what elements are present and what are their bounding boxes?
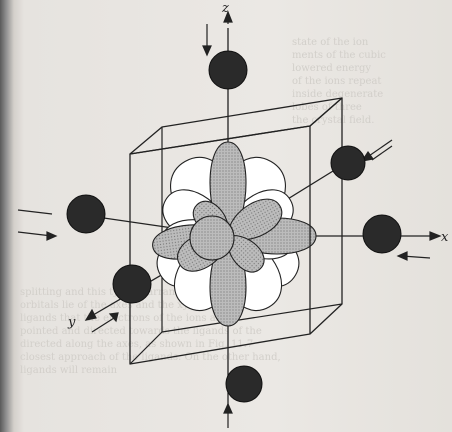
orbital-core-lobe bbox=[190, 216, 234, 260]
ligand-front bbox=[113, 265, 151, 303]
x-axis-label: x bbox=[441, 230, 449, 245]
ligand-left bbox=[67, 195, 105, 233]
arrow-head-icon bbox=[47, 232, 56, 240]
cube-right-face bbox=[310, 98, 342, 334]
arrow-right-icon bbox=[18, 210, 52, 214]
y-arrow-head-icon bbox=[86, 310, 96, 320]
y-axis-label: y bbox=[67, 315, 76, 330]
arrow-head-icon bbox=[224, 404, 232, 413]
arrow-head-icon bbox=[398, 252, 407, 260]
x-arrow-head-icon bbox=[430, 232, 440, 240]
arrow-line bbox=[372, 146, 392, 160]
ligand-back-right bbox=[331, 146, 365, 180]
ligand-bottom bbox=[226, 366, 262, 402]
arrow-icon bbox=[92, 318, 114, 332]
ligand-right bbox=[363, 215, 401, 253]
arrow-head-icon bbox=[203, 46, 211, 55]
ligand-top bbox=[209, 51, 247, 89]
z-axis-label: z bbox=[221, 1, 229, 16]
d-orbital-lobes bbox=[148, 142, 316, 326]
